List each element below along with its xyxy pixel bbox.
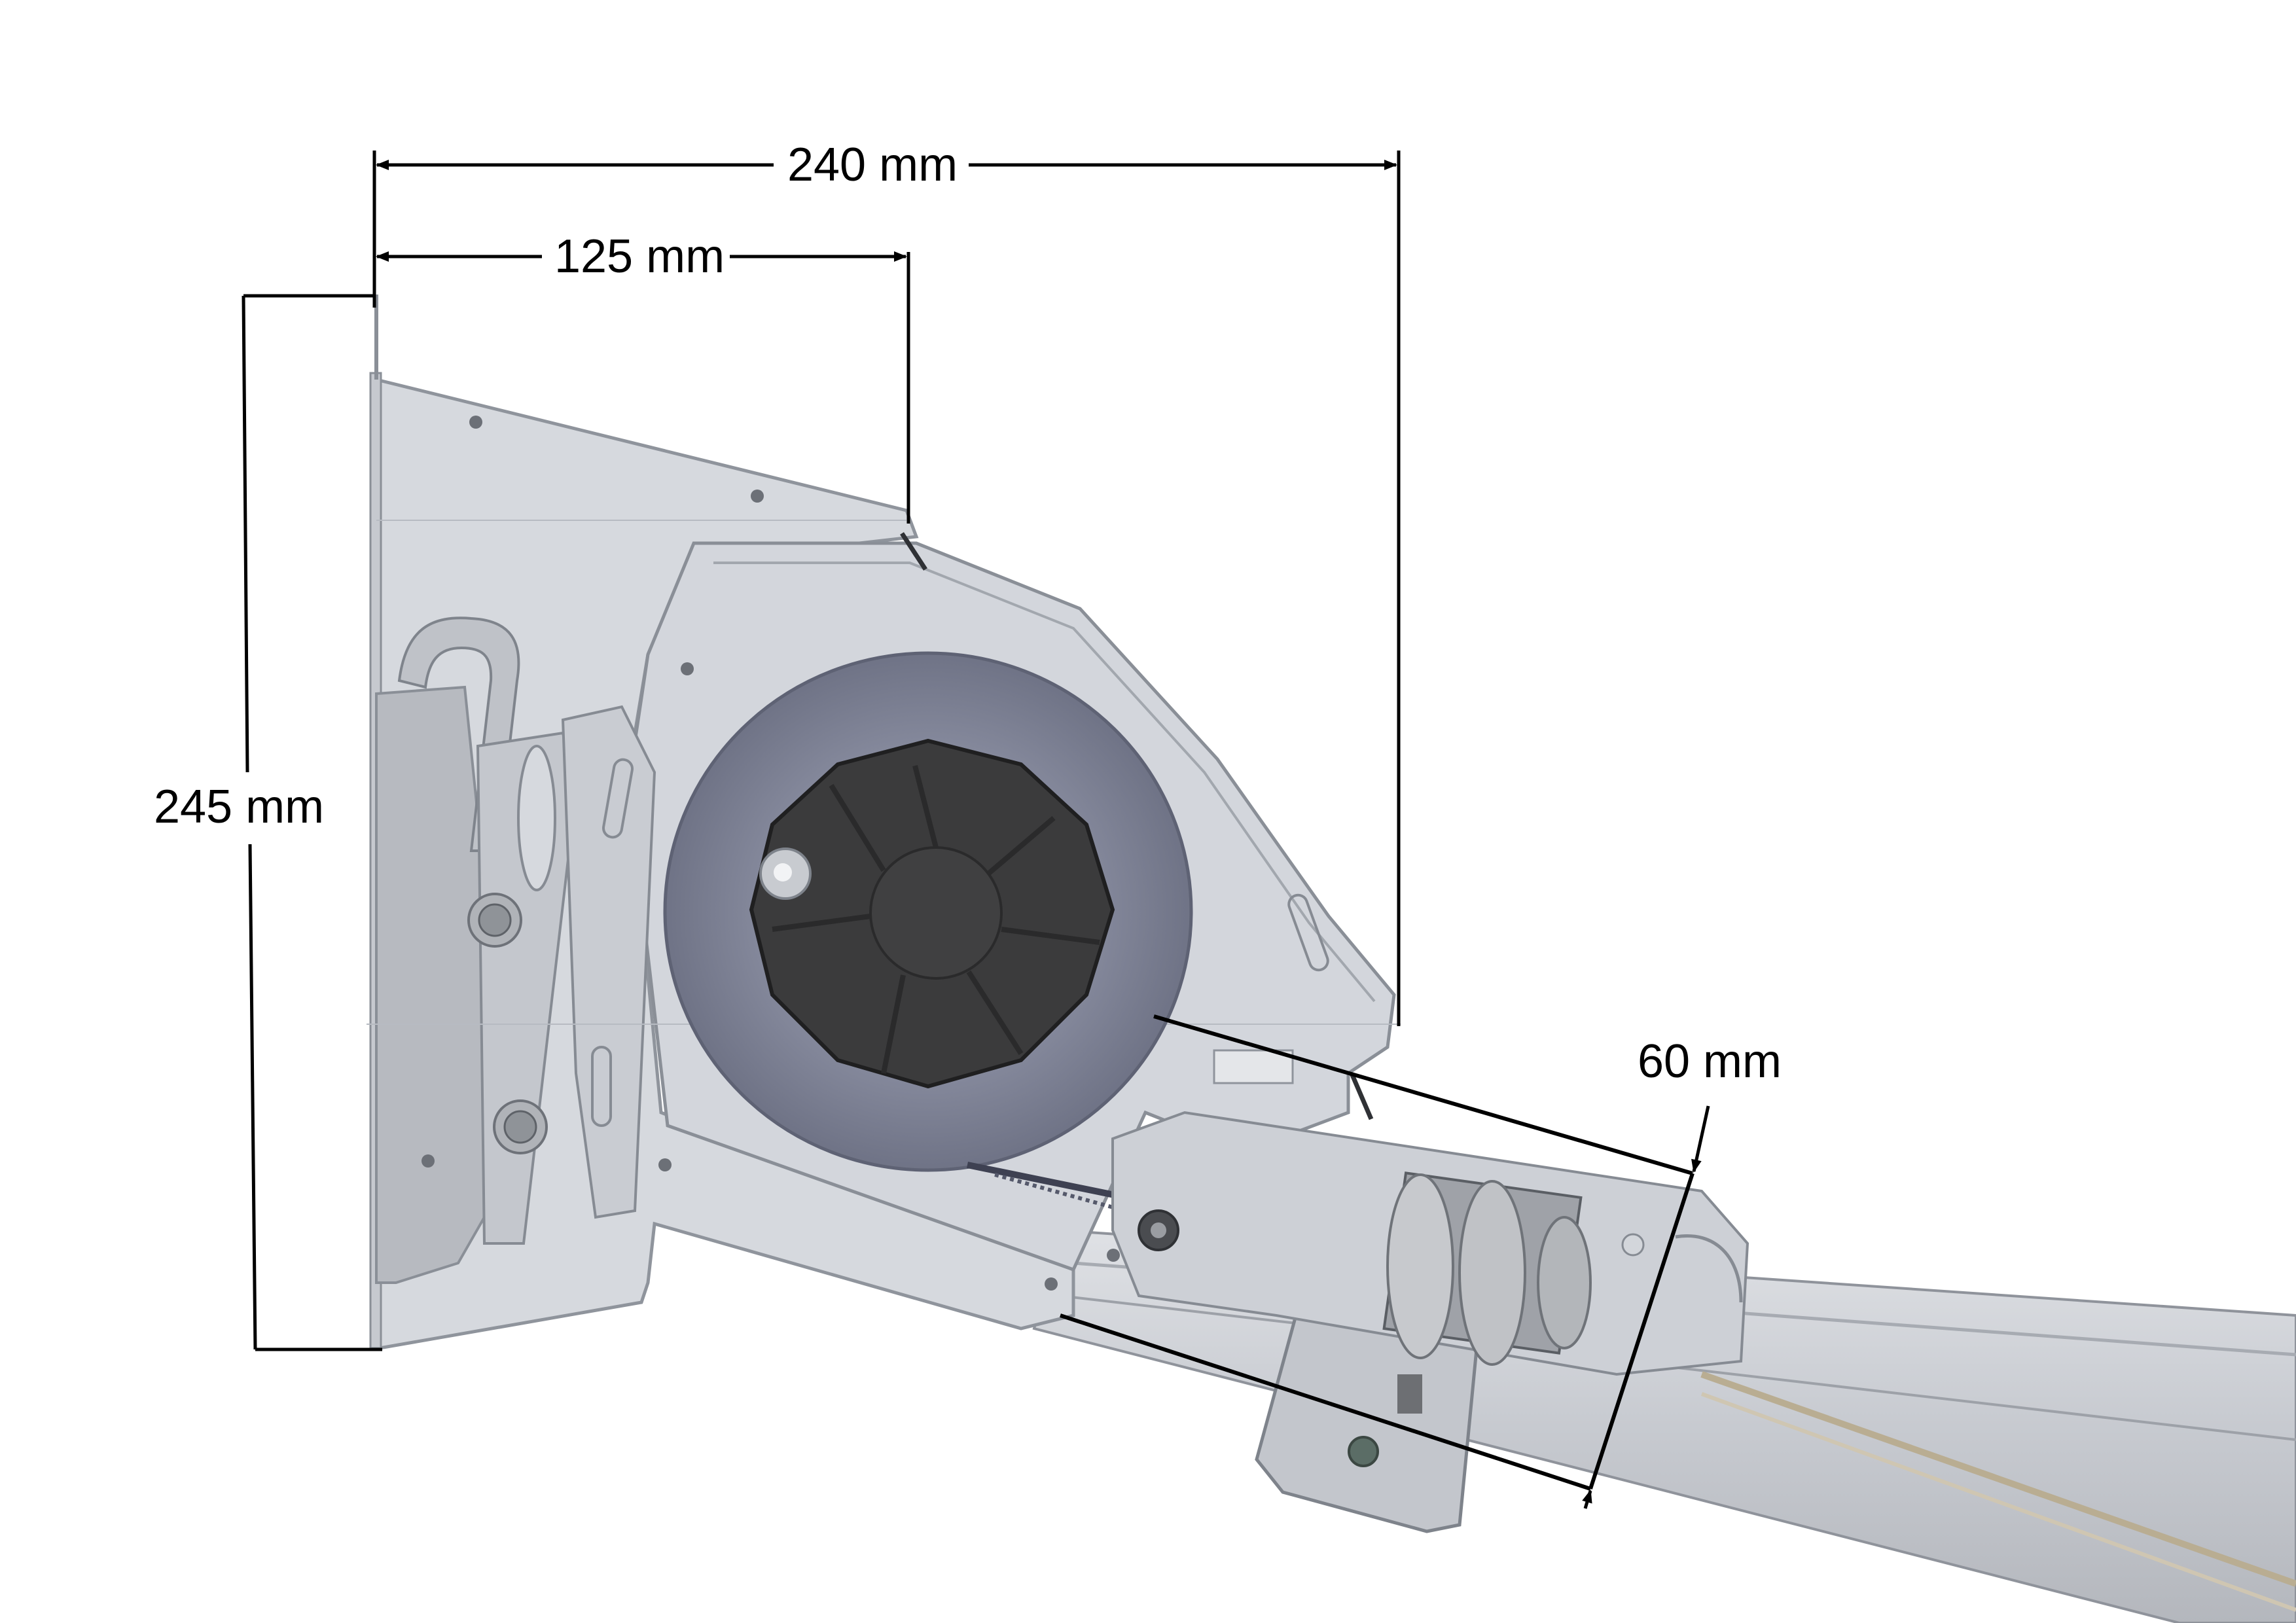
arm-joint-assembly — [1111, 1049, 1749, 1376]
overall-width-label: 240 mm — [787, 139, 958, 191]
dimension-arm-profile: 60 mm — [1060, 1014, 1782, 1509]
dimension-height: 245 mm — [154, 294, 382, 1351]
dimension-overall-width: 240 mm — [372, 139, 1401, 1026]
bolt-upper — [467, 893, 522, 948]
arm-profile-width-label: 60 mm — [1638, 1035, 1782, 1088]
dimension-inner-width: 125 mm — [376, 230, 910, 524]
inner-width-label: 125 mm — [554, 230, 725, 283]
roller-tube — [749, 738, 1115, 1089]
bolt-lower — [493, 1099, 548, 1154]
height-label: 245 mm — [154, 781, 324, 833]
mounting-bracket — [1255, 1313, 1481, 1533]
